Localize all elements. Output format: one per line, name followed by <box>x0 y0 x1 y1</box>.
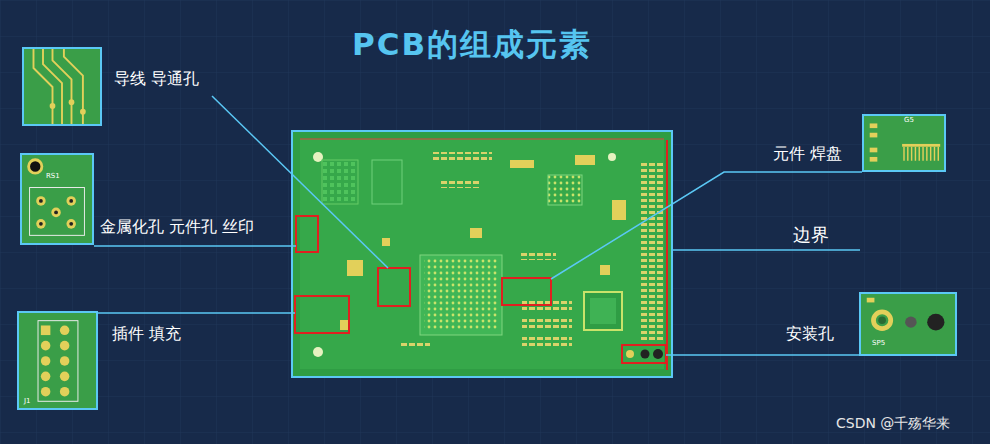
silkscreen-text: RS1 <box>46 172 60 180</box>
part-label: 金属化孔 元件孔 丝印 <box>100 217 254 237</box>
thumbnail-art <box>864 116 944 170</box>
thumbnail-art <box>19 313 96 408</box>
watermark: CSDN @千殇华来 <box>836 415 950 432</box>
leader-line <box>94 96 862 355</box>
part-label: 插件 填充 <box>112 324 181 344</box>
silkscreen-text: J1 <box>24 397 31 405</box>
silkscreen-text: G5 <box>904 116 914 124</box>
highlight-box <box>295 216 666 363</box>
pcb-board <box>292 131 672 377</box>
thumbnail-box: 插件 填充 <box>17 311 98 410</box>
thumbnail-box: 金属化孔 元件孔 丝印 <box>20 153 94 245</box>
thumbnail-art <box>22 155 92 243</box>
part-label: 导线 导通孔 <box>114 69 199 89</box>
part-label: 边界 <box>793 224 829 246</box>
thumbnail-art <box>24 49 100 124</box>
diagram-title: PCB的组成元素 <box>352 26 592 62</box>
thumbnail-box: 导线 导通孔 <box>22 47 102 126</box>
silkscreen-text: SP5 <box>872 339 885 347</box>
part-label: 安装孔 <box>786 324 834 344</box>
part-label: 元件 焊盘 <box>773 144 842 164</box>
